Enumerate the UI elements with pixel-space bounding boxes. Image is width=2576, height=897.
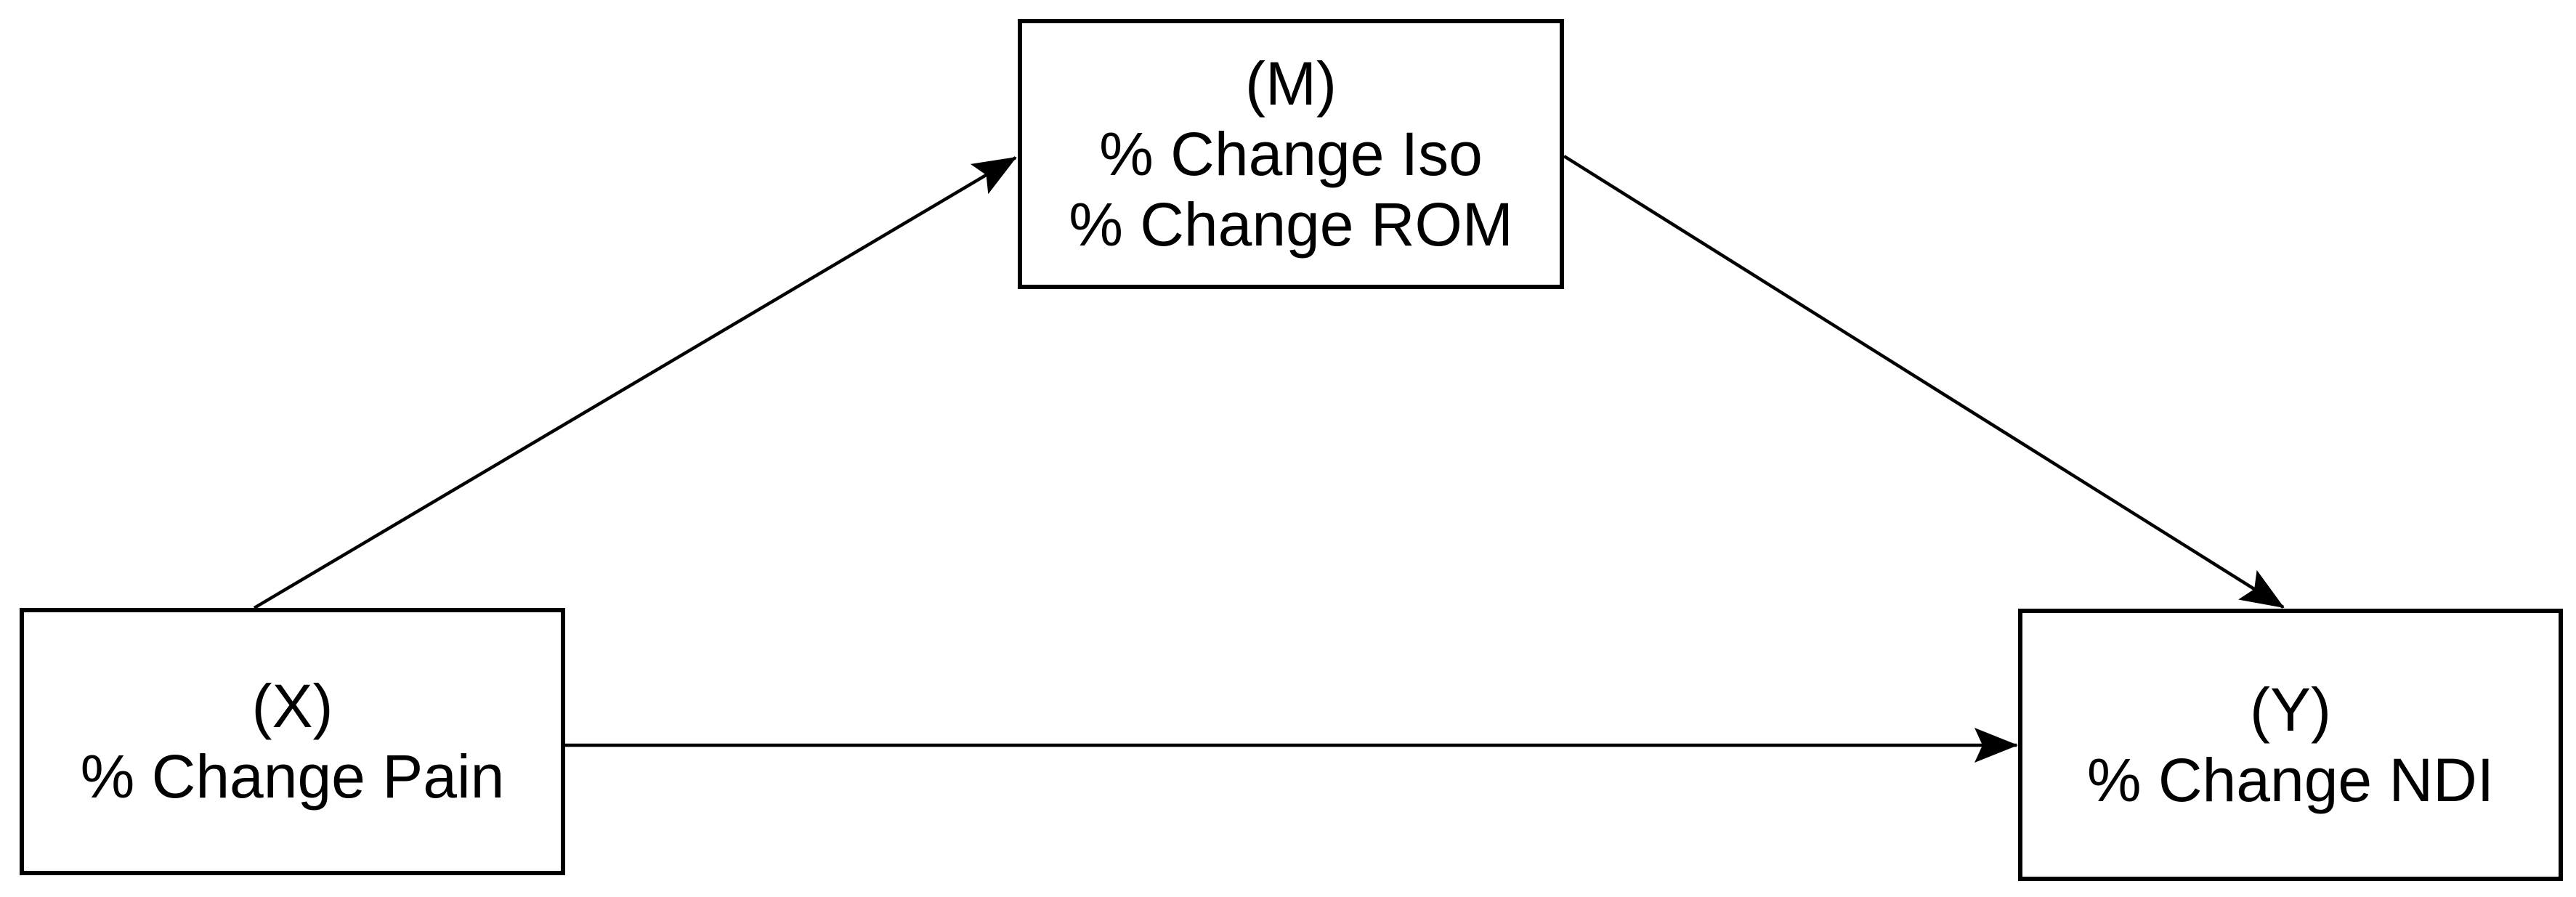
arrow-x-to-m [253,156,1017,609]
node-predictor: (X)% Change Pain [20,608,565,875]
node-mediator: (M)% Change Iso% Change ROM [1018,19,1564,289]
arrow-m-to-y [1563,155,2285,609]
node-outcome-label-line: (Y) [2250,675,2331,744]
node-outcome-label-line: % Change NDI [2086,745,2495,814]
node-predictor-label-line: % Change Pain [80,742,505,811]
node-predictor-label-line: (X) [251,672,333,740]
node-mediator-label-line: % Change ROM [1069,190,1513,259]
node-mediator-label-line: (M) [1245,49,1337,118]
node-outcome: (Y)% Change NDI [2018,609,2563,881]
node-mediator-label-line: % Change Iso [1099,119,1483,188]
